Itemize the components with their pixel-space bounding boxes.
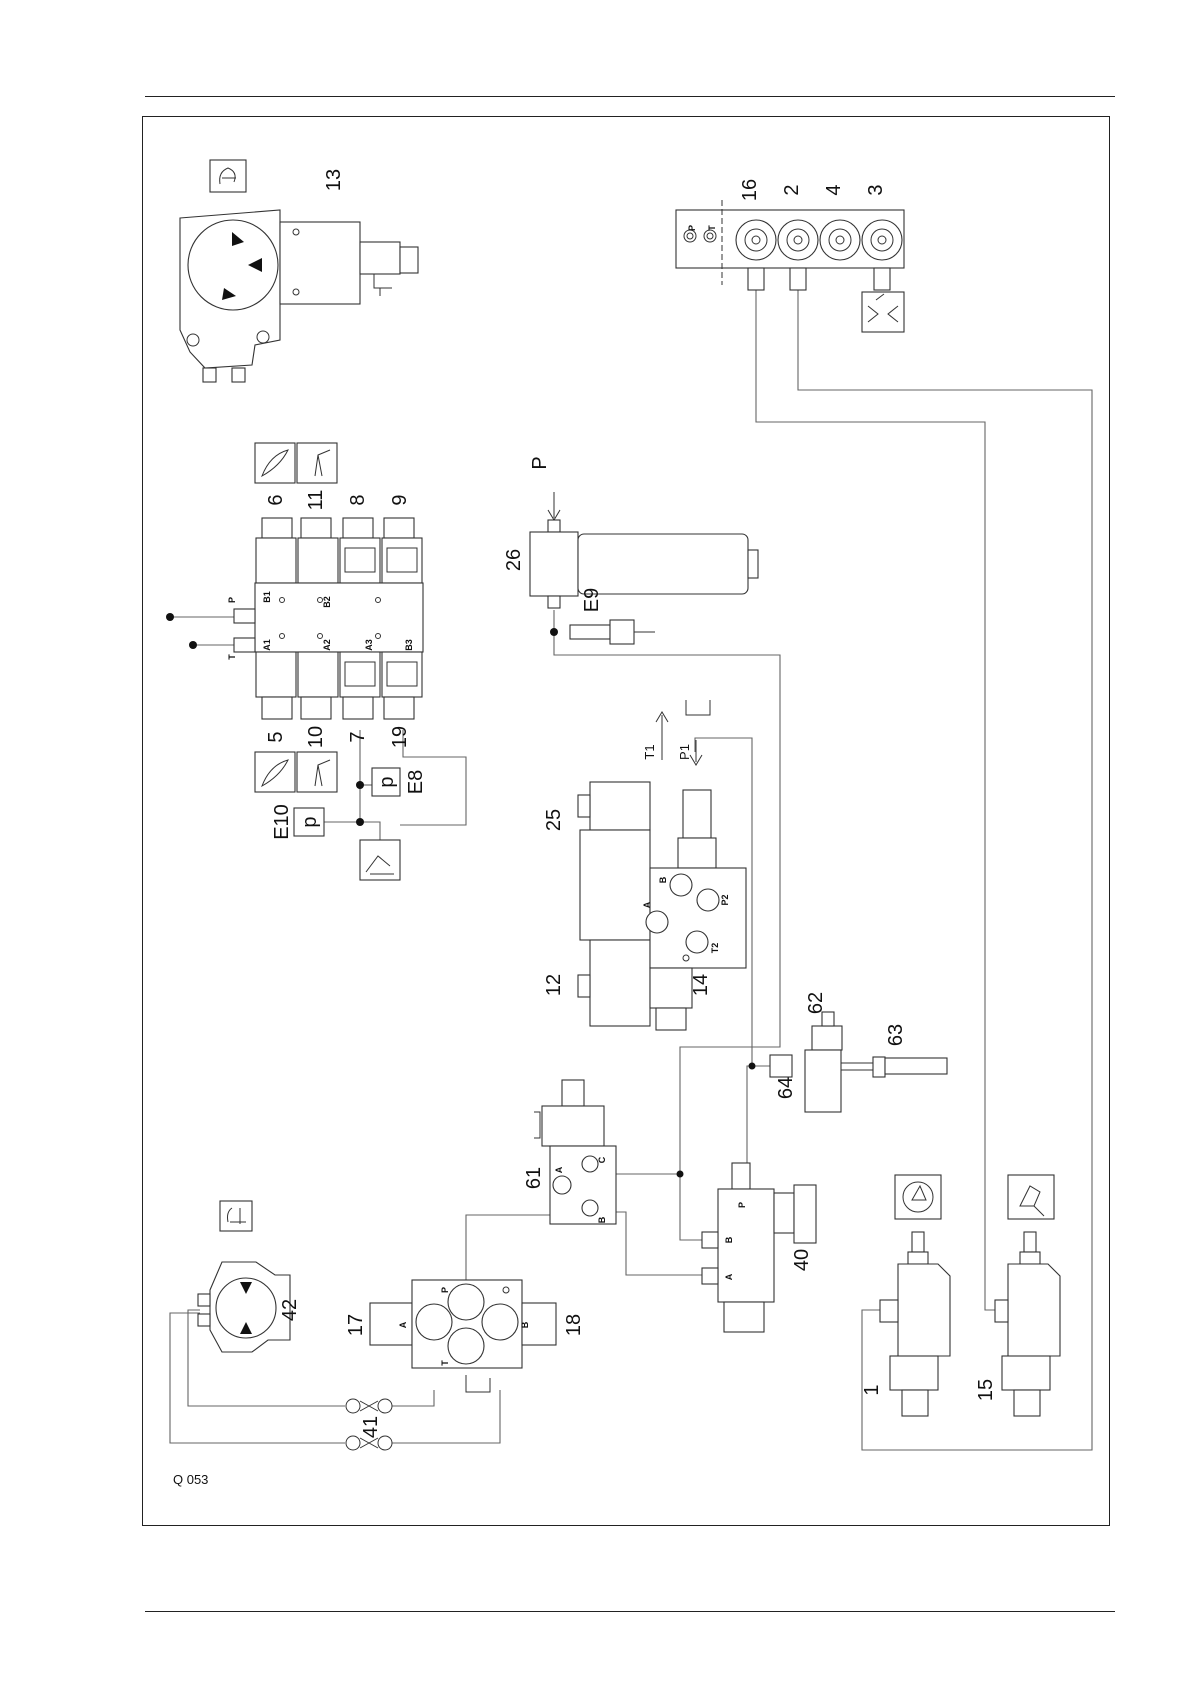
port-manifold-t: T [707, 225, 717, 231]
label-p-e8: p [376, 776, 398, 787]
label-12: 12 [543, 974, 565, 996]
label-8: 8 [347, 494, 369, 505]
label-63: 63 [885, 1024, 907, 1046]
port-a1: A1 [262, 639, 272, 651]
pump-symbol-box [210, 160, 246, 192]
port-letters: P T P T B1 B2 A1 A2 A3 B3 B A P2 T2 A C … [227, 225, 747, 1366]
port-b2: B2 [322, 596, 332, 608]
valve-25-12-14 [578, 700, 746, 1030]
label-13: 13 [323, 169, 345, 191]
valve-40 [702, 1163, 816, 1332]
label-e10: E10 [271, 804, 293, 840]
label-4: 4 [823, 184, 845, 195]
cylinder-15 [995, 1175, 1060, 1416]
port-25-p2: P2 [720, 894, 730, 905]
port-25-a: A [642, 901, 652, 908]
pump-13 [180, 160, 418, 382]
label-19: 19 [389, 726, 411, 748]
label-26: 26 [503, 549, 525, 571]
label-15: 15 [975, 1379, 997, 1401]
label-1: 1 [861, 1384, 883, 1395]
port-17-b: B [520, 1321, 530, 1328]
label-17: 17 [345, 1314, 367, 1336]
label-42: 42 [279, 1299, 301, 1321]
cylinder-1 [880, 1175, 950, 1416]
manifold-16-2-4-3 [676, 200, 904, 332]
valve-61 [534, 1080, 616, 1224]
filter-26 [530, 492, 758, 644]
valve-17-18 [370, 1280, 556, 1392]
port-61-a: A [554, 1166, 564, 1173]
port-40-b: B [724, 1236, 734, 1243]
port-61-b: B [597, 1216, 607, 1223]
label-10: 10 [305, 726, 327, 748]
port-a2: A2 [322, 639, 332, 651]
port-valve-p: P [227, 597, 237, 603]
label-18: 18 [563, 1314, 585, 1336]
label-t1: T1 [642, 744, 657, 759]
port-17-a: A [398, 1321, 408, 1328]
label-e8: E8 [405, 770, 427, 794]
port-valve-t: T [227, 654, 237, 660]
port-a3: A3 [364, 639, 374, 651]
label-2: 2 [781, 184, 803, 195]
diagram-reference: Q 053 [173, 1472, 208, 1487]
label-p-e10: p [299, 816, 321, 827]
label-14: 14 [690, 974, 712, 996]
label-5: 5 [265, 731, 287, 742]
port-b1: B1 [262, 591, 272, 603]
label-p1: P1 [677, 744, 692, 760]
port-61-c: C [597, 1156, 607, 1163]
label-64: 64 [775, 1077, 797, 1099]
label-41: 41 [360, 1416, 382, 1438]
port-25-b: B [658, 876, 668, 883]
label-40: 40 [791, 1249, 813, 1271]
port-40-a: A [724, 1273, 734, 1280]
label-25: 25 [543, 809, 565, 831]
valve-bank [234, 443, 423, 880]
label-6: 6 [265, 494, 287, 505]
label-7: 7 [347, 731, 369, 742]
label-16: 16 [739, 179, 761, 201]
port-17-p: P [440, 1287, 450, 1293]
label-61: 61 [523, 1167, 545, 1189]
port-17-t: T [440, 1360, 450, 1366]
label-3: 3 [865, 184, 887, 195]
label-p-inlet: P [529, 456, 551, 469]
port-manifold-p: P [687, 225, 697, 231]
port-b3: B3 [404, 639, 414, 651]
port-40-p: P [737, 1202, 747, 1208]
port-25-t2: T2 [710, 943, 720, 954]
label-9: 9 [389, 494, 411, 505]
label-62: 62 [805, 992, 827, 1014]
label-11: 11 [305, 490, 327, 511]
motor-42 [198, 1201, 290, 1352]
label-e9: E9 [581, 588, 603, 612]
